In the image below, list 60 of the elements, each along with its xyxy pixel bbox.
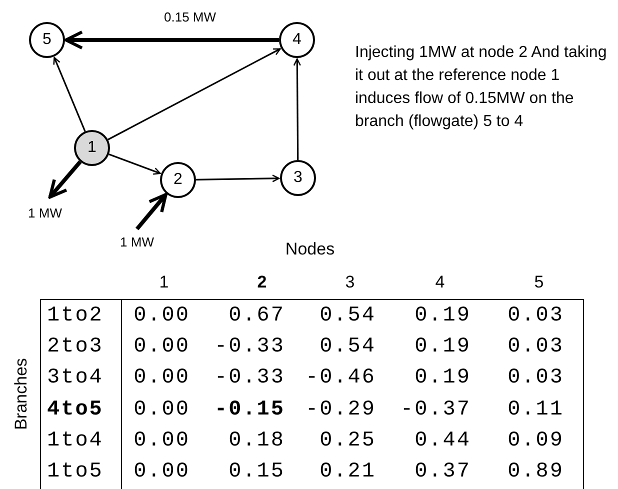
edge-label: 1 MW bbox=[118, 234, 156, 250]
row-header: 1to5 bbox=[47, 460, 104, 484]
edge-label: 0.15 MW bbox=[162, 10, 218, 24]
table-cell: -0.46 bbox=[305, 366, 376, 390]
table-cell: 0.03 bbox=[508, 366, 564, 390]
table-cell: 0.00 bbox=[134, 429, 190, 452]
table-cell: 0.89 bbox=[508, 460, 564, 484]
table-cell: 0.19 bbox=[414, 304, 471, 328]
node-circle: 5 bbox=[29, 22, 65, 58]
arrow bbox=[64, 30, 279, 50]
row-header: 1to4 bbox=[47, 429, 104, 452]
arrow bbox=[135, 192, 168, 230]
node-circle: 4 bbox=[279, 22, 315, 58]
row-header: 1to2 bbox=[47, 304, 104, 328]
column-header: 1 bbox=[159, 274, 169, 292]
table-cell: 0.00 bbox=[134, 336, 190, 359]
table-cell: 0.54 bbox=[320, 304, 376, 328]
table-cell: 0.67 bbox=[228, 304, 285, 328]
table-cell: 0.03 bbox=[508, 304, 564, 328]
table-cell: 0.00 bbox=[134, 366, 190, 390]
table-cell: -0.37 bbox=[400, 398, 471, 422]
table-cell: 0.44 bbox=[414, 429, 471, 452]
table-cell: 0.19 bbox=[414, 336, 471, 359]
node-circle: 3 bbox=[280, 160, 316, 196]
node-circle: 2 bbox=[160, 162, 196, 198]
table-cell: 0.19 bbox=[414, 366, 471, 390]
column-header: 3 bbox=[345, 274, 355, 292]
arrow bbox=[48, 160, 82, 199]
table-cell: 0.15 bbox=[228, 460, 285, 484]
column-header: 2 bbox=[257, 274, 267, 292]
row-header: 2to3 bbox=[47, 336, 104, 359]
table-cell: 0.00 bbox=[134, 304, 190, 328]
table-cell: 0.37 bbox=[414, 460, 471, 484]
edge-label: 1 MW bbox=[26, 206, 64, 220]
description-text: Injecting 1MW at node 2 And taking it out at the reference node 1 induces flow of 0.15MW on the branch (flowgate) 5 to 4 bbox=[355, 43, 608, 132]
node-circle: 1 bbox=[74, 130, 110, 166]
table-cell: 0.09 bbox=[508, 429, 564, 452]
table-cell: 0.54 bbox=[320, 336, 376, 359]
arrow bbox=[196, 174, 280, 182]
table-cell: 0.00 bbox=[134, 460, 190, 484]
table-cell: 0.25 bbox=[320, 429, 376, 452]
arrow bbox=[53, 56, 86, 132]
table-cell: -0.33 bbox=[214, 336, 285, 359]
axis-title: Branches bbox=[12, 358, 32, 430]
column-header: 5 bbox=[534, 274, 544, 292]
table-cell: 0.21 bbox=[320, 460, 376, 484]
arrow bbox=[108, 154, 161, 175]
table-cell: -0.29 bbox=[305, 398, 376, 422]
table-cell: -0.33 bbox=[214, 366, 285, 390]
column-header: 4 bbox=[435, 274, 445, 292]
table-cell: 0.00 bbox=[134, 398, 190, 422]
table-cell: -0.15 bbox=[214, 398, 285, 422]
arrow bbox=[108, 48, 281, 140]
table-cell: 0.03 bbox=[508, 336, 564, 359]
table-cell: 0.18 bbox=[228, 429, 285, 452]
arrow bbox=[293, 58, 302, 160]
row-header: 3to4 bbox=[47, 366, 104, 390]
row-header: 4to5 bbox=[47, 398, 104, 422]
axis-title: Nodes bbox=[285, 240, 335, 260]
table-cell: 0.11 bbox=[508, 398, 564, 422]
